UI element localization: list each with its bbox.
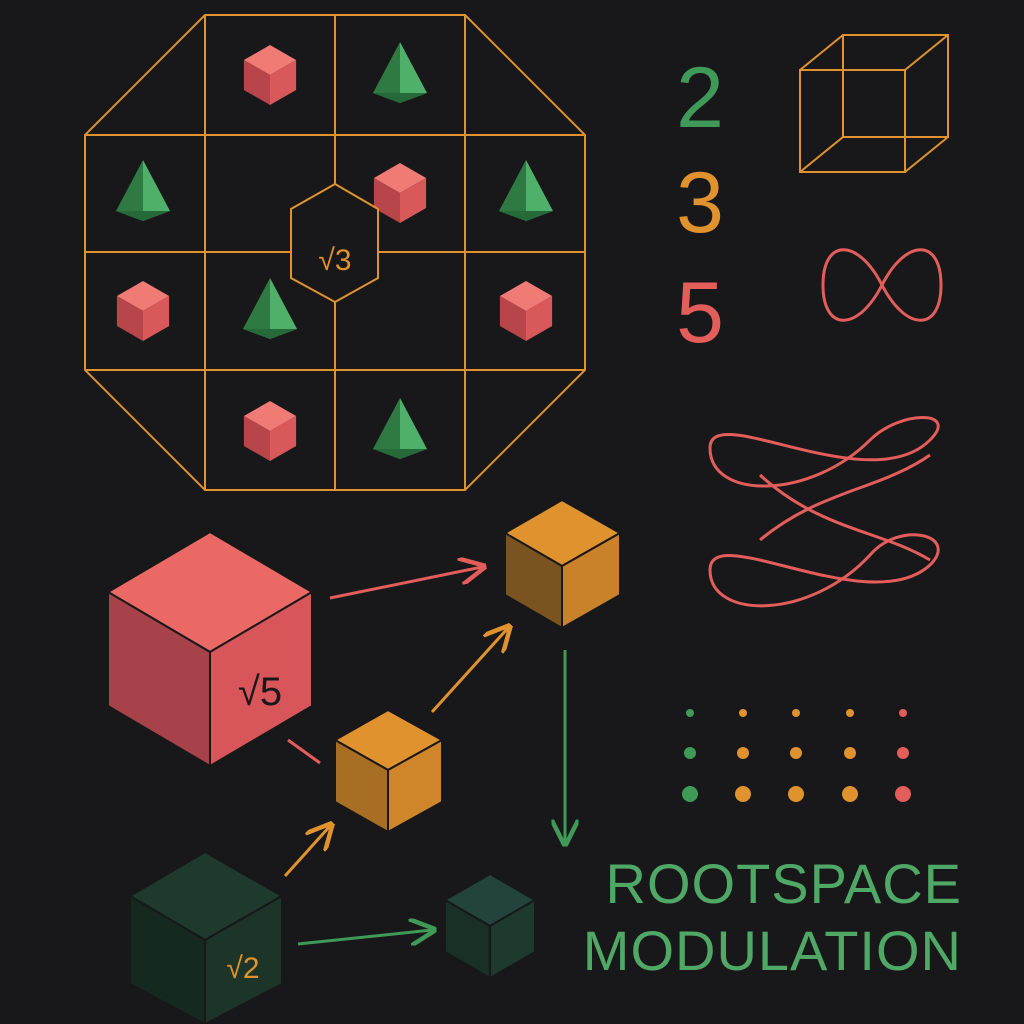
red-cube-grid-1 [243, 45, 297, 105]
green-pyramid-4 [243, 278, 297, 339]
arrow-orange-upper [430, 628, 508, 714]
arrow-red [329, 567, 482, 600]
orange-cube-middle [332, 708, 445, 834]
red-cube-grid-5 [243, 401, 297, 461]
arrow-green-right [297, 930, 432, 944]
dot-matrix [682, 709, 911, 802]
red-cube-root5: √5 [106, 530, 314, 768]
number-5: 5 [676, 265, 724, 361]
arrow-orange-lower [283, 826, 330, 878]
root5-label: √5 [238, 670, 282, 714]
green-pyramid-5 [373, 398, 427, 459]
green-pyramid-2 [116, 160, 170, 221]
title-line-2: MODULATION [583, 919, 962, 982]
root2-label: √2 [226, 952, 259, 985]
connector-red [287, 738, 321, 765]
number-2: 2 [676, 50, 724, 146]
red-cube-grid-3 [116, 281, 170, 341]
title-line-1: ROOTSPACE [606, 852, 962, 915]
number-3: 3 [676, 155, 724, 251]
green-pyramid-3 [499, 160, 553, 221]
wireframe-cube-icon [799, 34, 949, 173]
dark-green-cube-small [443, 872, 537, 980]
center-hexagon: √3 [290, 182, 379, 304]
red-cube-grid-4 [499, 281, 553, 341]
red-cube-grid-2 [373, 163, 427, 223]
orange-cube-top [503, 498, 623, 630]
infinity-icon [821, 248, 943, 322]
root3-label: √3 [318, 244, 351, 277]
dark-green-cube-root2: √2 [128, 850, 285, 1024]
green-pyramid-1 [373, 42, 427, 103]
double-lemniscate-icon [708, 416, 940, 608]
